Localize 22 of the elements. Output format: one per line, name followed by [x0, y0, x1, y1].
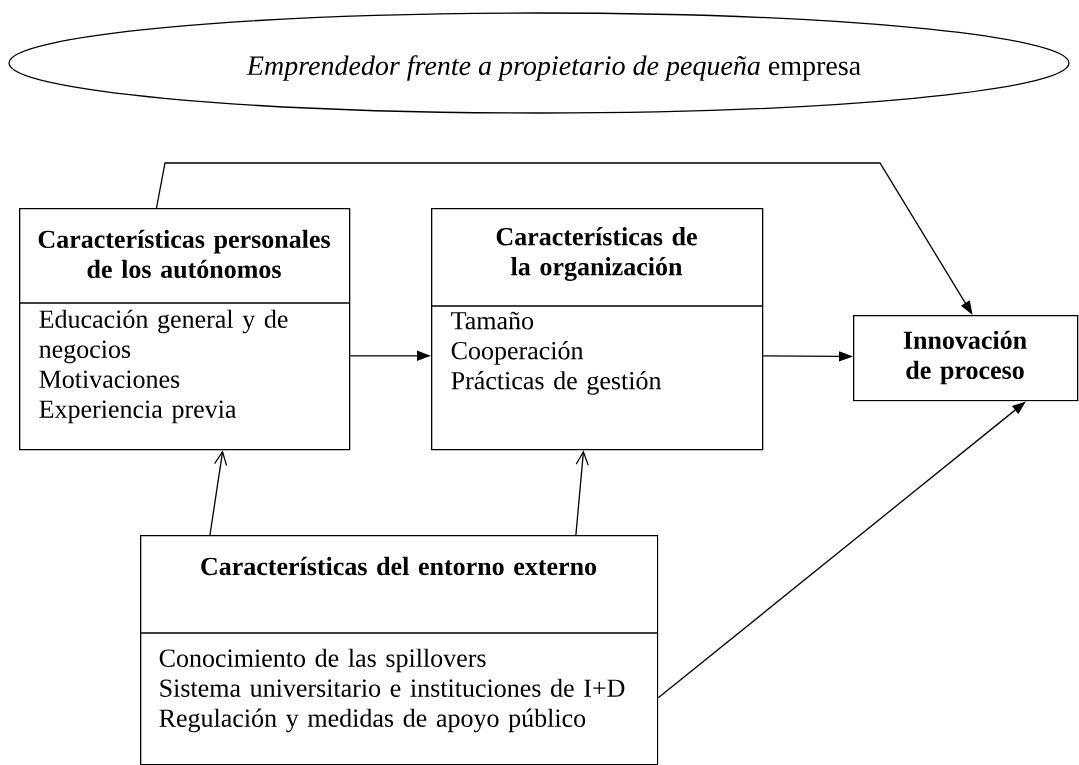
list-item: Conocimiento de las spillovers: [159, 648, 486, 673]
list-item: Sistema universitario e instituciones de I+D: [160, 678, 625, 697]
list-item: Educación general y de negocios: [39, 309, 288, 364]
title-ellipse: [8, 12, 1070, 114]
title-text: Emprendedor frente a propietario de pequeña empresa: [246, 55, 861, 81]
list-item: Motivaciones: [39, 370, 180, 388]
box-heading: Innovación de proceso: [903, 330, 1027, 385]
box-heading: Características del entorno externo: [201, 556, 597, 576]
list-item: Cooperación: [451, 341, 584, 365]
arrow: [209, 450, 228, 536]
list-item: Regulación y medidas de apoyo público: [159, 708, 586, 733]
box-heading: Características personales de los autónomos: [38, 229, 330, 279]
arrow: [657, 401, 1026, 699]
box: [139, 535, 659, 765]
list-item: Experiencia previa: [39, 400, 237, 424]
list-item: Prácticas de gestión: [451, 371, 662, 395]
arrow: [575, 450, 589, 536]
box: [853, 315, 1079, 402]
box: [430, 208, 764, 451]
list-item: Tamaño: [451, 311, 534, 330]
box: [18, 208, 351, 451]
box-heading: Características de la organización: [496, 227, 697, 281]
